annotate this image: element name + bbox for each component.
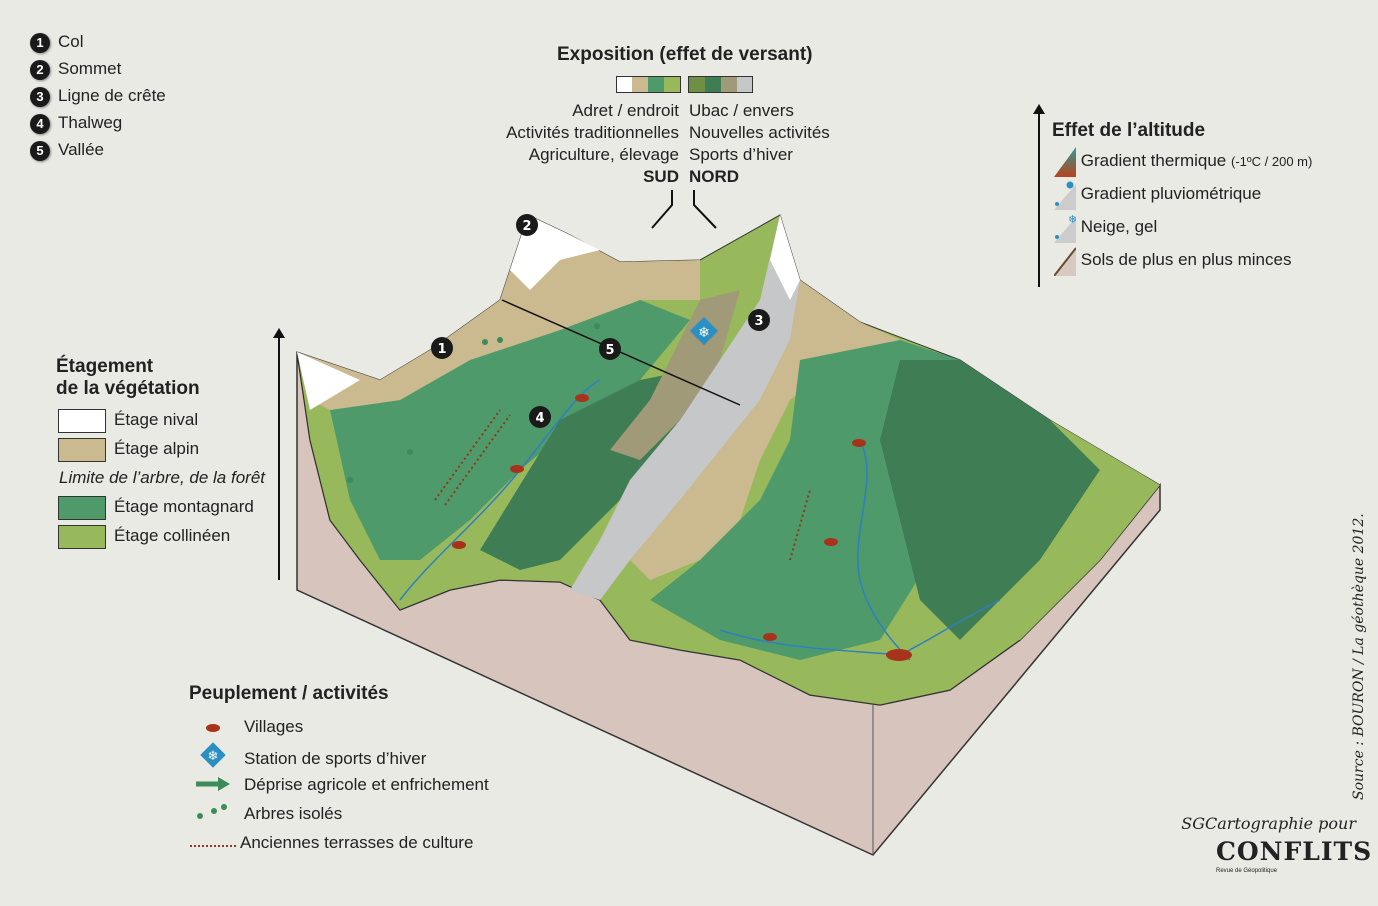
valley-cross-section-line bbox=[501, 299, 741, 406]
ubac-column: Ubac / envers Nouvelles activités Sports… bbox=[689, 101, 830, 186]
north-swatches bbox=[688, 76, 753, 93]
nord-label: NORD bbox=[689, 167, 740, 186]
exposition-title: Exposition (effet de versant) bbox=[557, 44, 813, 65]
svg-text:3: 3 bbox=[754, 314, 763, 329]
altitude-arrow bbox=[1033, 104, 1045, 287]
nival-swatch bbox=[58, 408, 106, 433]
tree-line-label: Limite de l’arbre, de la forêt bbox=[59, 468, 265, 487]
sud-label: SUD bbox=[643, 167, 679, 186]
adret-column: Adret / endroit Activités traditionnelle… bbox=[506, 101, 679, 186]
isolated-trees-icon bbox=[196, 800, 230, 829]
svg-text:❄: ❄ bbox=[1068, 214, 1076, 226]
thermal-gradient-icon bbox=[1054, 146, 1076, 177]
villages bbox=[452, 394, 912, 661]
ski-station-marker: ❄ bbox=[689, 316, 719, 346]
svg-text:1: 1 bbox=[437, 342, 446, 357]
collineen-swatch bbox=[58, 524, 106, 549]
altitude-title: Effet de l’altitude bbox=[1052, 120, 1206, 141]
village-icon bbox=[196, 713, 230, 742]
terraces-icon bbox=[190, 829, 238, 858]
svg-text:❄: ❄ bbox=[698, 324, 710, 340]
snow-icon: ❄ bbox=[1054, 214, 1077, 243]
rain-gradient-icon bbox=[1054, 181, 1076, 210]
vegetation-title: Étagement de la végétation bbox=[56, 356, 200, 399]
south-swatches bbox=[616, 76, 681, 93]
vegetation-arrow bbox=[273, 328, 285, 580]
source-text: Source : BOURON / La géothèque 2012. bbox=[1351, 513, 1367, 800]
svg-text:4: 4 bbox=[535, 411, 544, 426]
alpin-swatch bbox=[58, 437, 106, 462]
conflits-logo: CONFLITS bbox=[1216, 837, 1373, 866]
altitude-legend: Gradient thermique (-1ºC / 200 m) Gradie… bbox=[1053, 144, 1312, 277]
green-arrow-icon bbox=[196, 771, 230, 800]
settlement-title: Peuplement / activités bbox=[189, 683, 389, 704]
thin-soil-icon bbox=[1053, 246, 1077, 277]
svg-text:❄: ❄ bbox=[208, 748, 219, 763]
conflits-subtitle: Revue de Géopolitique bbox=[1216, 868, 1278, 874]
settlement-legend: Villages ❄Station de sports d’hiver Dépr… bbox=[190, 712, 489, 857]
credit-text: SGCartographie pour bbox=[1181, 814, 1356, 833]
montagnard-swatch bbox=[58, 495, 106, 520]
svg-text:5: 5 bbox=[605, 343, 614, 358]
svg-text:2: 2 bbox=[522, 219, 531, 234]
vegetation-legend: Étage nival Étage alpin Limite de l’arbr… bbox=[58, 405, 265, 550]
ski-station-icon: ❄ bbox=[196, 741, 230, 778]
